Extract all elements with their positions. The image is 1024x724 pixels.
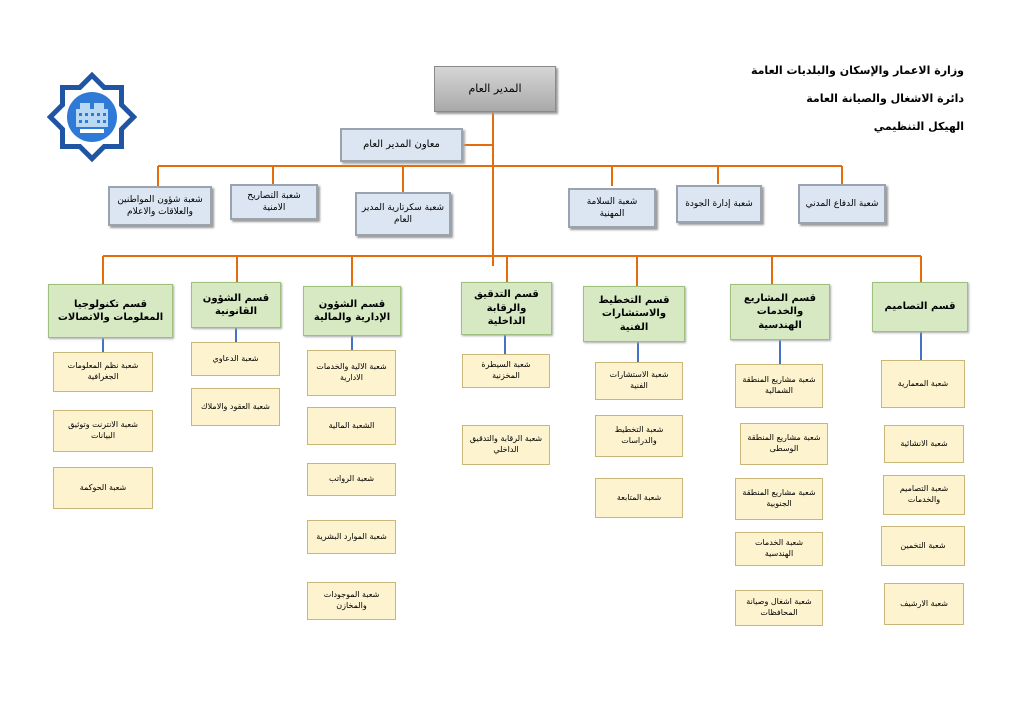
dept-legal-affairs: قسم الشؤون القانونية: [191, 282, 281, 328]
unit-contracts-properties: شعبة العقود والاملاك: [191, 388, 280, 426]
unit-technical-consulting: شعبة الاستشارات الفنية: [595, 362, 683, 400]
unit-architecture: شعبة المعمارية: [881, 360, 965, 408]
general-manager-box: المدير العام: [434, 66, 556, 112]
blue-connectors: [102, 328, 922, 364]
unit-engineering-services: شعبة الخدمات الهندسية: [735, 532, 823, 566]
unit-internal-audit: شعبة الرقابة والتدقيق الداخلي: [462, 425, 550, 465]
deputy-general-manager-box: معاون المدير العام: [340, 128, 463, 162]
dept-admin-finance: قسم الشؤون الإدارية والمالية: [303, 286, 401, 336]
unit-admin-services: شعبة الالية والخدمات الادارية: [307, 350, 396, 396]
unit-north-projects: شعبة مشاريع المنطقة الشمالية: [735, 364, 823, 408]
dept-projects-engineering: قسم المشاريع والخدمات الهندسية: [730, 284, 830, 340]
unit-lawsuits: شعبة الدعاوي: [191, 342, 280, 376]
orange-connectors: [102, 112, 922, 286]
unit-south-projects: شعبة مشاريع المنطقة الجنوبية: [735, 478, 823, 520]
unit-follow-up: شعبة المتابعة: [595, 478, 683, 518]
branch-occupational-safety: شعبة السلامة المهنية: [568, 188, 656, 228]
dept-internal-audit: قسم التدقيق والرقابة الداخلية: [461, 282, 552, 335]
unit-central-projects: شعبة مشاريع المنطقة الوسطى: [740, 423, 828, 465]
unit-gis: شعبة نظم المعلومات الجغرافية: [53, 352, 153, 392]
dept-planning-consulting: قسم التخطيط والاستشارات الفنية: [583, 286, 685, 342]
unit-salaries: شعبة الرواتب: [307, 463, 396, 496]
unit-archive: شعبة الارشيف: [884, 583, 964, 625]
ministry-title: وزارة الاعمار والإسكان والبلديات العامة: [750, 64, 964, 77]
unit-human-resources: شعبة الموارد البشرية: [307, 520, 396, 554]
dept-designs: قسم التصاميم: [872, 282, 968, 332]
branch-citizens-affairs: شعبة شؤون المواطنين والعلاقات والاعلام: [108, 186, 212, 226]
unit-planning-studies: شعبة التخطيط والدراسات: [595, 415, 683, 457]
unit-internet-data: شعبة الانترنت وتوثيق البيانات: [53, 410, 153, 452]
unit-inventory-control: شعبة السيطرة المخزنية: [462, 354, 550, 388]
unit-structural: شعبة الانشائية: [884, 425, 964, 463]
branch-civil-defense: شعبة الدفاع المدني: [798, 184, 886, 224]
unit-finance: الشعبة المالية: [307, 407, 396, 445]
org-structure-title: الهيكل التنظيمي: [873, 120, 964, 133]
unit-governance: شعبة الحوكمة: [53, 467, 153, 509]
directorate-title: دائرة الاشغال والصيانة العامة: [806, 92, 964, 105]
ministry-star-logo-icon: [46, 71, 138, 163]
unit-designs-services: شعبة التصاميم والخدمات: [883, 475, 965, 515]
branch-gm-secretariat: شعبة سكرتارية المدير العام: [355, 192, 451, 236]
branch-security-permits: شعبة التصاريح الامنية: [230, 184, 318, 220]
unit-governorates-maintenance: شعبة اشغال وصيانة المحافظات: [735, 590, 823, 626]
unit-assets-stores: شعبة الموجودات والمخازن: [307, 582, 396, 620]
unit-estimation: شعبة التخمين: [881, 526, 965, 566]
dept-it-communications: قسم تكنولوجيا المعلومات والاتصالات: [48, 284, 173, 338]
branch-quality-management: شعبة إدارة الجودة: [676, 185, 762, 223]
